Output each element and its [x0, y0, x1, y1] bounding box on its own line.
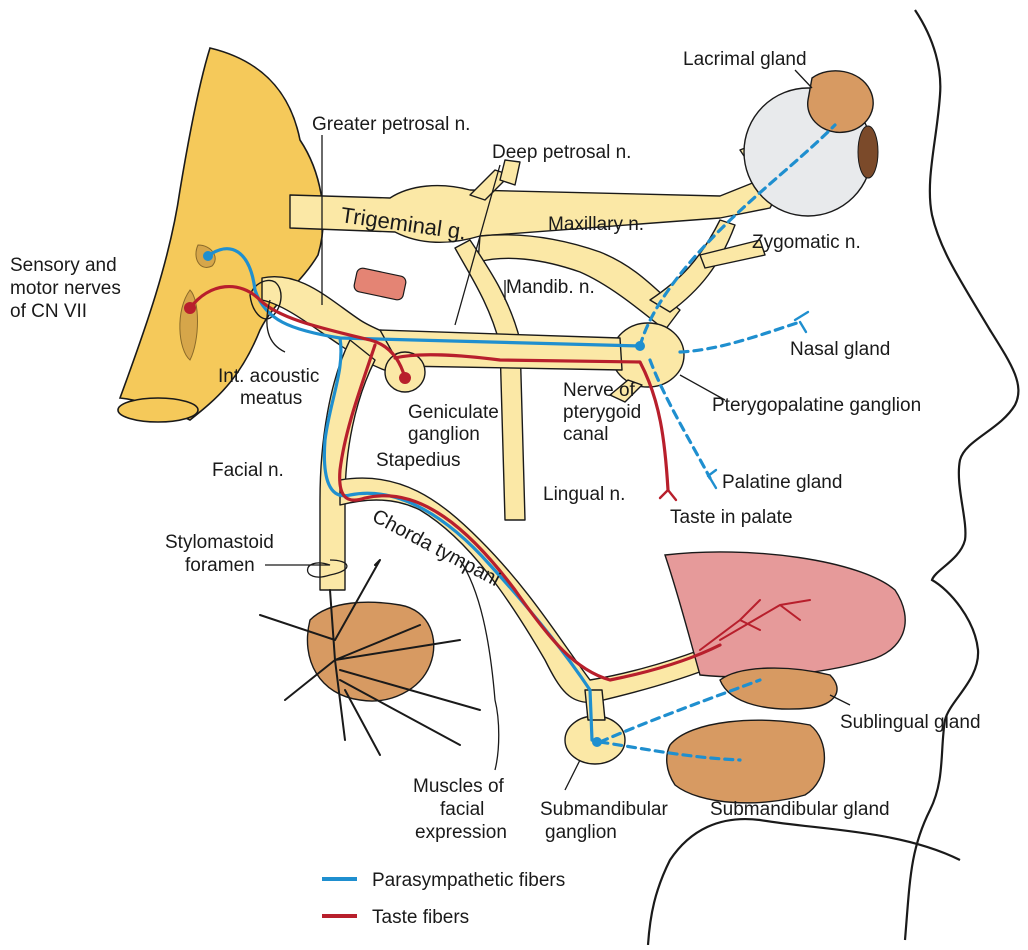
label-facial-n: Facial n. [212, 460, 284, 481]
label-sensory-motor-1: Sensory and [10, 255, 117, 276]
legend-parasympathetic-label: Parasympathetic fibers [372, 870, 565, 891]
label-muscles-3: expression [415, 822, 507, 843]
geniculate-cell-body [399, 372, 411, 384]
label-stylomastoid-2: foramen [185, 555, 255, 576]
parasympathetic-nasal [680, 322, 800, 352]
tongue [665, 552, 905, 677]
label-nerve-pterygoid-1: Nerve of [563, 380, 636, 401]
label-pterygopalatine: Pterygopalatine ganglion [712, 395, 921, 416]
eye-iris [858, 126, 878, 178]
face-profile [905, 10, 1018, 940]
zygomatic-branch [650, 220, 735, 312]
label-maxillary: Maxillary n. [548, 214, 644, 235]
label-greater-petrosal: Greater petrosal n. [312, 114, 470, 135]
submandibular-gland [667, 720, 825, 803]
label-lingual: Lingual n. [543, 484, 625, 505]
label-submandibular-ganglion-1: Submandibular [540, 799, 668, 820]
taste-origin [184, 302, 196, 314]
label-stylomastoid-1: Stylomastoid [165, 532, 274, 553]
leader-lacrimal [795, 70, 812, 88]
label-submandibular-ganglion-2: ganglion [545, 822, 617, 843]
brainstem-cut-end [118, 398, 198, 422]
label-nasal-gland: Nasal gland [790, 339, 890, 360]
leader-submandibular-ganglion [565, 760, 580, 790]
pterygopalatine-synapse [635, 341, 645, 351]
label-mandib: Mandib. n. [506, 277, 595, 298]
label-muscles-1: Muscles of [413, 776, 505, 797]
label-sensory-motor-2: motor nerves [10, 278, 121, 299]
legend: Parasympathetic fibers Taste fibers [322, 870, 565, 928]
parasympathetic-origin [203, 251, 213, 261]
face-jaw-line [648, 819, 960, 945]
muscle-strip [353, 267, 407, 301]
label-sensory-motor-3: of CN VII [10, 301, 87, 322]
label-taste-palate: Taste in palate [670, 507, 793, 528]
brainstem [120, 48, 323, 420]
parotid-gland [307, 602, 433, 701]
label-nerve-pterygoid-2: pterygoid [563, 402, 641, 423]
label-int-acoustic-1: Int. acoustic [218, 366, 319, 387]
leader-sublingual [830, 695, 850, 705]
lacrimal-gland [808, 71, 873, 133]
label-sublingual-gland: Sublingual gland [840, 712, 981, 733]
label-palatine-gland: Palatine gland [722, 472, 842, 493]
label-zygomatic: Zygomatic n. [752, 232, 861, 253]
leader-muscles [460, 560, 499, 770]
submandibular-synapse [592, 737, 602, 747]
label-geniculate-2: ganglion [408, 424, 480, 445]
facial-nerve-descending [320, 340, 375, 590]
label-nerve-pterygoid-3: canal [563, 424, 608, 445]
label-geniculate-1: Geniculate [408, 402, 499, 423]
label-submandibular-gland: Submandibular gland [710, 799, 890, 820]
deep-petrosal-upper [500, 160, 520, 185]
taste-palate-terminal [660, 490, 676, 500]
ganglion-stalk [585, 690, 605, 720]
label-int-acoustic-2: meatus [240, 388, 302, 409]
label-lacrimal-gland: Lacrimal gland [683, 49, 807, 70]
legend-taste-label: Taste fibers [372, 907, 469, 928]
label-stapedius: Stapedius [376, 450, 461, 471]
label-deep-petrosal: Deep petrosal n. [492, 142, 631, 163]
label-muscles-2: facial [440, 799, 484, 820]
